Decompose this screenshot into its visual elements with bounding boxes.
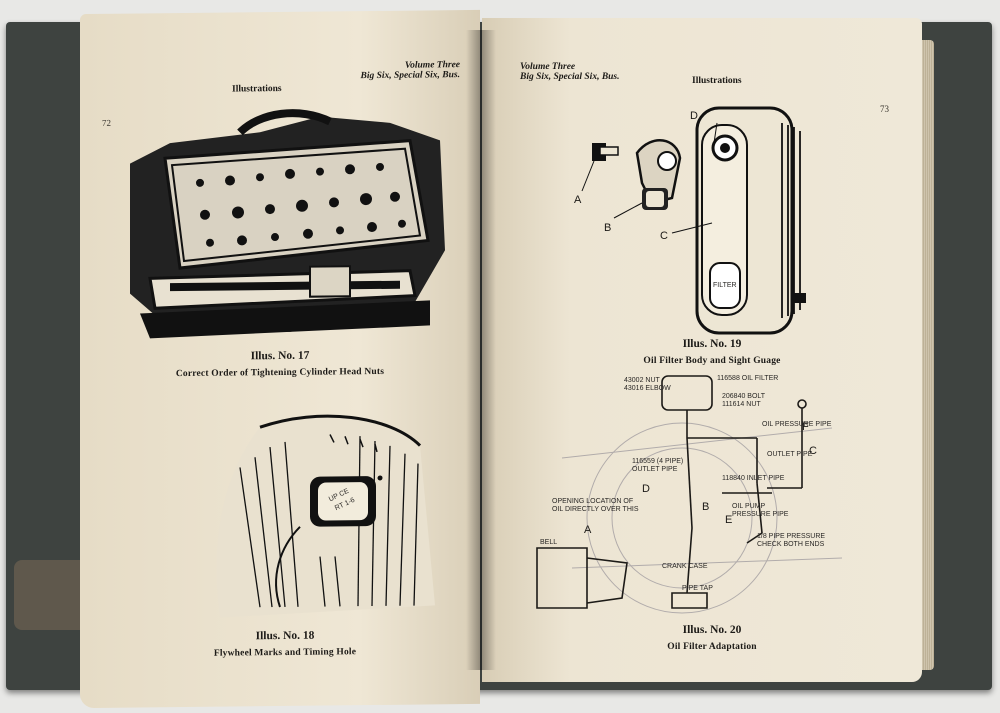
illus-19-label-b: B [604,222,611,234]
right-page-number: 73 [880,104,889,114]
svg-text:PIPE TAP: PIPE TAP [682,585,713,592]
page-edges [920,40,934,670]
illus-20-label-c: C [809,445,817,457]
illus-20-label-a: A [584,524,592,536]
illus-19-label-a: A [574,194,582,206]
right-volume-label: Volume Three Big Six, Special Six, Bus. [520,62,680,82]
svg-text:OIL PRESSURE PIPE: OIL PRESSURE PIPE [762,421,832,428]
svg-text:1/8 PIPE PRESSURE: 1/8 PIPE PRESSURE [757,533,825,540]
svg-text:BELL: BELL [540,539,557,546]
svg-text:CRANK CASE: CRANK CASE [662,563,708,570]
left-volume-label: Volume Three Big Six, Special Six, Bus. [350,60,460,81]
illus-19-label-c: C [660,230,668,242]
svg-text:FILTER: FILTER [713,282,737,289]
svg-text:43002 NUT: 43002 NUT [624,377,661,384]
svg-text:OIL DIRECTLY OVER THIS: OIL DIRECTLY OVER THIS [552,506,639,513]
svg-text:CHECK BOTH ENDS: CHECK BOTH ENDS [757,541,825,548]
illus-18-caption: Flywheel Marks and Timing Hole [213,647,357,659]
illus-17-caption: Correct Order of Tightening Cylinder Hea… [175,366,385,380]
right-page-header: Illustrations [692,76,742,86]
illus-20-caption: Oil Filter Adaptation [667,642,757,652]
book-spine-shadow [466,30,496,670]
svg-text:111614 NUT: 111614 NUT [722,401,761,408]
svg-text:PRESSURE PIPE: PRESSURE PIPE [732,511,789,518]
left-page-header: Illustrations [232,83,282,95]
illus-19-title: Illus. No. 19 [682,338,742,350]
svg-text:116559 (4 PIPE): 116559 (4 PIPE) [632,458,683,465]
illus-20-title: Illus. No. 20 [682,624,742,636]
left-volume-line-2: Big Six, Special Six, Bus. [360,70,460,82]
engine-cylinder-head-illustration [130,109,445,339]
illus-20-label-e: E [725,514,732,526]
svg-text:43016 ELBOW: 43016 ELBOW [624,385,671,392]
illus-20-label-b: B [702,501,709,513]
illus-19-label-d: D [690,110,698,122]
oil-filter-body-illustration: FILTER A B C D [574,106,806,335]
svg-text:OUTLET PIPE: OUTLET PIPE [632,466,678,473]
flywheel-timing-hole-illustration: UP CE RT 1-6 [216,414,435,618]
illus-18-title: Illus. No. 18 [255,629,315,643]
illus-20-label-f: F [802,421,809,433]
svg-text:OUTLET PIPE: OUTLET PIPE [767,451,813,458]
right-page: Volume Three Big Six, Special Six, Bus. … [482,18,922,682]
right-volume-line-1: Volume Three [520,62,576,72]
svg-text:206840 BOLT: 206840 BOLT [722,393,766,400]
svg-text:118840 INLET PIPE: 118840 INLET PIPE [722,475,785,482]
illus-17-title: Illus. No. 17 [250,349,310,363]
svg-text:OIL PUMP: OIL PUMP [732,503,766,510]
svg-text:116588 OIL FILTER: 116588 OIL FILTER [717,375,778,382]
illus-20-label-d: D [642,483,650,495]
illus-19-caption: Oil Filter Body and Sight Guage [643,356,781,366]
left-page: Illustrations Volume Three Big Six, Spec… [80,9,480,709]
svg-text:OPENING LOCATION OF: OPENING LOCATION OF [552,498,633,505]
right-volume-line-2: Big Six, Special Six, Bus. [520,72,620,82]
